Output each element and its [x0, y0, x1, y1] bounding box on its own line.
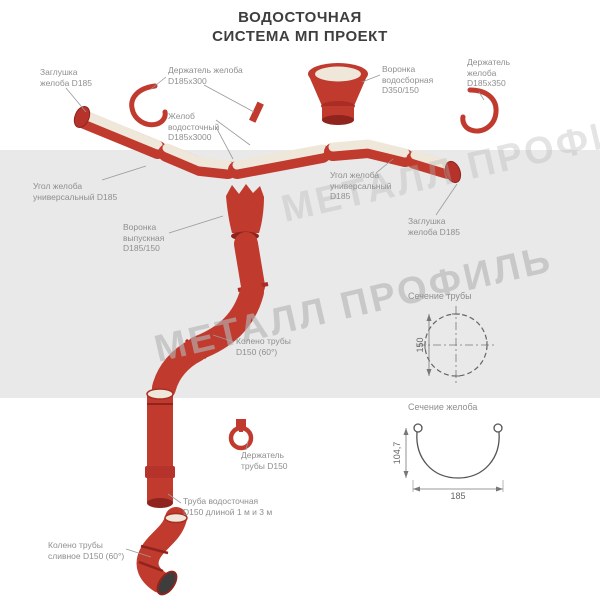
page-title: ВОДОСТОЧНАЯ СИСТЕМА МП ПРОЕКТ: [0, 8, 600, 46]
label-gutter-corner-left: Угол желоба универсальный D185: [33, 181, 118, 202]
gutter-hook-right: [460, 87, 499, 134]
label-pipe-elbow: Колено трубы D150 (60°): [236, 336, 291, 357]
page-title-line2: СИСТЕМА МП ПРОЕКТ: [212, 28, 388, 45]
drain-elbow: [136, 507, 188, 596]
label-gutter-corner-right: Угол желоба универсальный D185: [330, 170, 392, 201]
label-pipe-holder: Держатель трубы D150: [241, 450, 288, 471]
gutter-section-heading: Сечение желоба: [408, 402, 478, 412]
gutter-center: [228, 145, 331, 179]
gutter-end-cap-right: [444, 160, 462, 184]
pipe-elbow-lower: [152, 338, 208, 400]
label-gutter: Желоб водосточный D185х3000: [168, 111, 220, 142]
gutter-width-dim: 185: [450, 491, 465, 501]
label-end-cap-left: Заглушка желоба D185: [40, 67, 92, 88]
collector-funnel: [308, 63, 368, 125]
gutter-assembly: [73, 101, 462, 184]
label-downpipe: Труба водосточная D150 длиной 1 м и 3 м: [183, 496, 273, 517]
pipe-run: [136, 232, 269, 596]
label-outlet-funnel: Воронка выпускная D185/150: [123, 222, 165, 253]
gutter-clip: [249, 101, 264, 123]
label-gutter-holder-right: Держатель желоба D185х350: [467, 57, 511, 88]
pipe-section-heading: Сечение трубы: [408, 291, 472, 301]
pipe-socket: [145, 466, 175, 478]
pipe-segment-upper: [234, 232, 265, 298]
label-end-cap-right: Заглушка желоба D185: [408, 216, 460, 237]
label-gutter-holder-left: Держатель желоба D185х300: [168, 65, 243, 86]
leader-lines: [65, 74, 485, 558]
gutter-height-dim: 104,7: [392, 442, 402, 465]
gutter-run-left: [76, 111, 167, 159]
background-band: [0, 150, 600, 398]
gutter-cross-section: 185 104,7: [392, 423, 504, 501]
pipe-diameter-dim: 150: [415, 337, 425, 352]
label-collector-funnel: Воронка водосборная D350/150: [382, 64, 434, 95]
gutter-hook-left: [129, 83, 168, 128]
label-drain-elbow: Колено трубы сливное D150 (60°): [48, 540, 125, 561]
pipe-holder: [228, 419, 254, 451]
gutter-run-right: [406, 151, 457, 179]
pipe-cross-section: 150: [415, 306, 495, 384]
page-title-line1: ВОДОСТОЧНАЯ: [238, 9, 362, 26]
gutter-corner-left: [158, 144, 237, 179]
gutter-corner-right: [324, 139, 414, 167]
